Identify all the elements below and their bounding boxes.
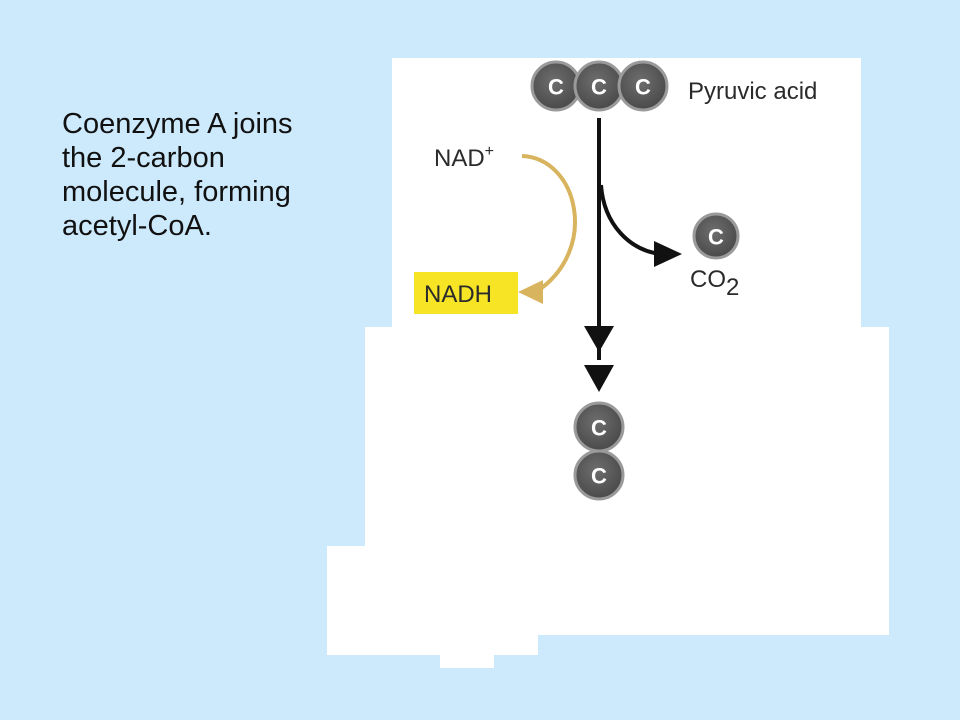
co2-label-text: CO xyxy=(690,266,726,293)
nad-label: NAD+ xyxy=(434,143,494,172)
nad-label-text: NAD xyxy=(434,145,485,172)
co2-carbon-atom: C xyxy=(692,212,740,260)
nadh-highlight-box xyxy=(414,272,518,314)
pyruvic-carbon-atom-1: C xyxy=(530,60,582,112)
caption-line-2: the 2-carbon xyxy=(62,142,225,174)
caption-line-4: acetyl-CoA. xyxy=(62,210,212,242)
nad-charge: + xyxy=(485,143,494,160)
pyruvic-acid-label: Pyruvic acid xyxy=(688,78,817,105)
pyruvic-carbon-atom-3: C xyxy=(617,60,669,112)
co2-subscript: 2 xyxy=(726,274,739,301)
caption-line-1: Coenzyme A joins xyxy=(62,108,293,140)
svg-text:C: C xyxy=(591,464,607,489)
nad-arrow-curve xyxy=(521,154,577,294)
co2-arrow-head xyxy=(654,241,682,267)
svg-text:C: C xyxy=(548,75,564,100)
svg-text:C: C xyxy=(591,416,607,441)
diagram-panel-bottom-left xyxy=(327,546,538,655)
svg-text:C: C xyxy=(708,225,724,250)
svg-text:C: C xyxy=(635,75,651,100)
nadh-label: NADH xyxy=(424,281,492,308)
co2-arrow-curve xyxy=(599,184,661,256)
co2-label: CO2 xyxy=(690,266,739,301)
caption-text: Coenzyme A joins the 2-carbon molecule, … xyxy=(62,107,372,243)
diagram-panel-bottom-tab xyxy=(440,640,494,668)
pyruvic-carbon-atom-2: C xyxy=(573,60,625,112)
main-arrow-head-2 xyxy=(584,365,614,392)
svg-text:C: C xyxy=(591,75,607,100)
nad-arrow-head xyxy=(518,280,543,304)
acetyl-carbon-atom-1: C xyxy=(573,401,625,453)
acetyl-carbon-atom-2: C xyxy=(573,449,625,501)
caption-line-3: molecule, forming xyxy=(62,176,291,208)
main-arrow-head-1 xyxy=(584,326,614,352)
